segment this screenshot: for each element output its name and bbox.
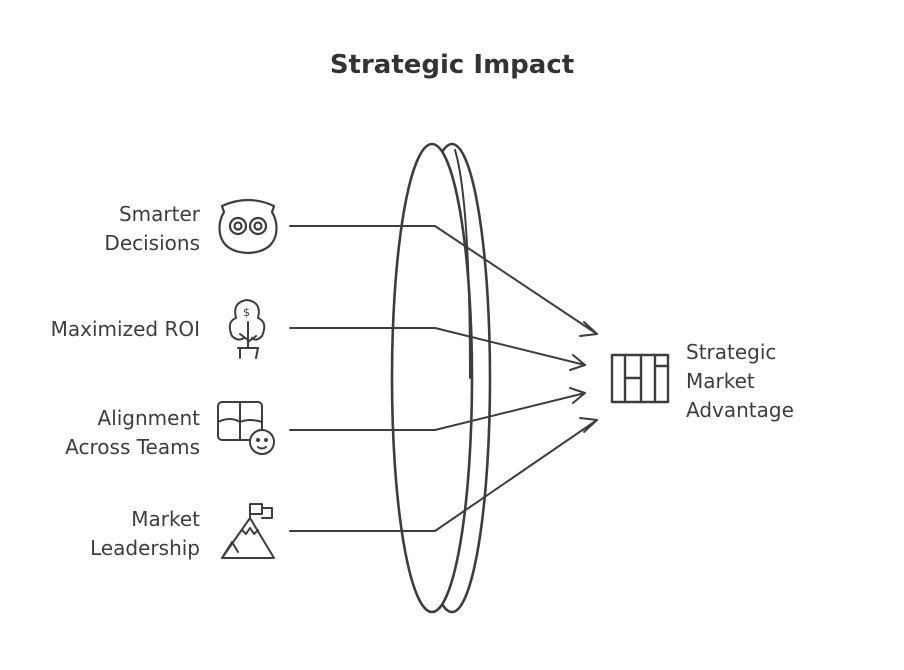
connector-4 [289, 419, 598, 532]
owl-icon [218, 198, 278, 255]
label-line: Leadership [90, 536, 200, 560]
connector-3 [289, 392, 586, 431]
input-label-maximized-roi: Maximized ROI [51, 315, 200, 344]
input-label-smarter-decisions: Smarter Decisions [104, 200, 200, 258]
diagram-title: Strategic Impact [329, 50, 575, 80]
label-line: Market [131, 507, 200, 531]
money-tree-icon: $ [228, 299, 266, 359]
label-line: Advantage [686, 398, 794, 422]
lens [390, 142, 492, 614]
label-line: Strategic [686, 340, 777, 364]
label-line: Market [686, 369, 755, 393]
arrowhead-icon [569, 387, 586, 404]
label-line: Decisions [104, 231, 200, 255]
columns-icon [610, 353, 670, 404]
arrowhead-icon [579, 321, 598, 337]
connector-1 [289, 225, 598, 335]
arrowhead-icon [569, 354, 586, 371]
puzzle-team-icon [217, 401, 275, 455]
output-label: Strategic Market Advantage [686, 338, 794, 425]
svg-text:$: $ [243, 306, 250, 319]
arrowhead-icon [579, 417, 598, 433]
connectors [289, 225, 598, 532]
label-line: Smarter [118, 202, 200, 226]
mountain-flag-icon [221, 503, 275, 559]
connector-2 [289, 327, 586, 366]
label-line: Alignment [97, 406, 200, 430]
label-line: Maximized ROI [50, 317, 200, 341]
input-label-market-leadership: Market Leadership [90, 505, 200, 563]
label-line: Across Teams [65, 435, 200, 459]
input-label-alignment: Alignment Across Teams [65, 404, 200, 462]
